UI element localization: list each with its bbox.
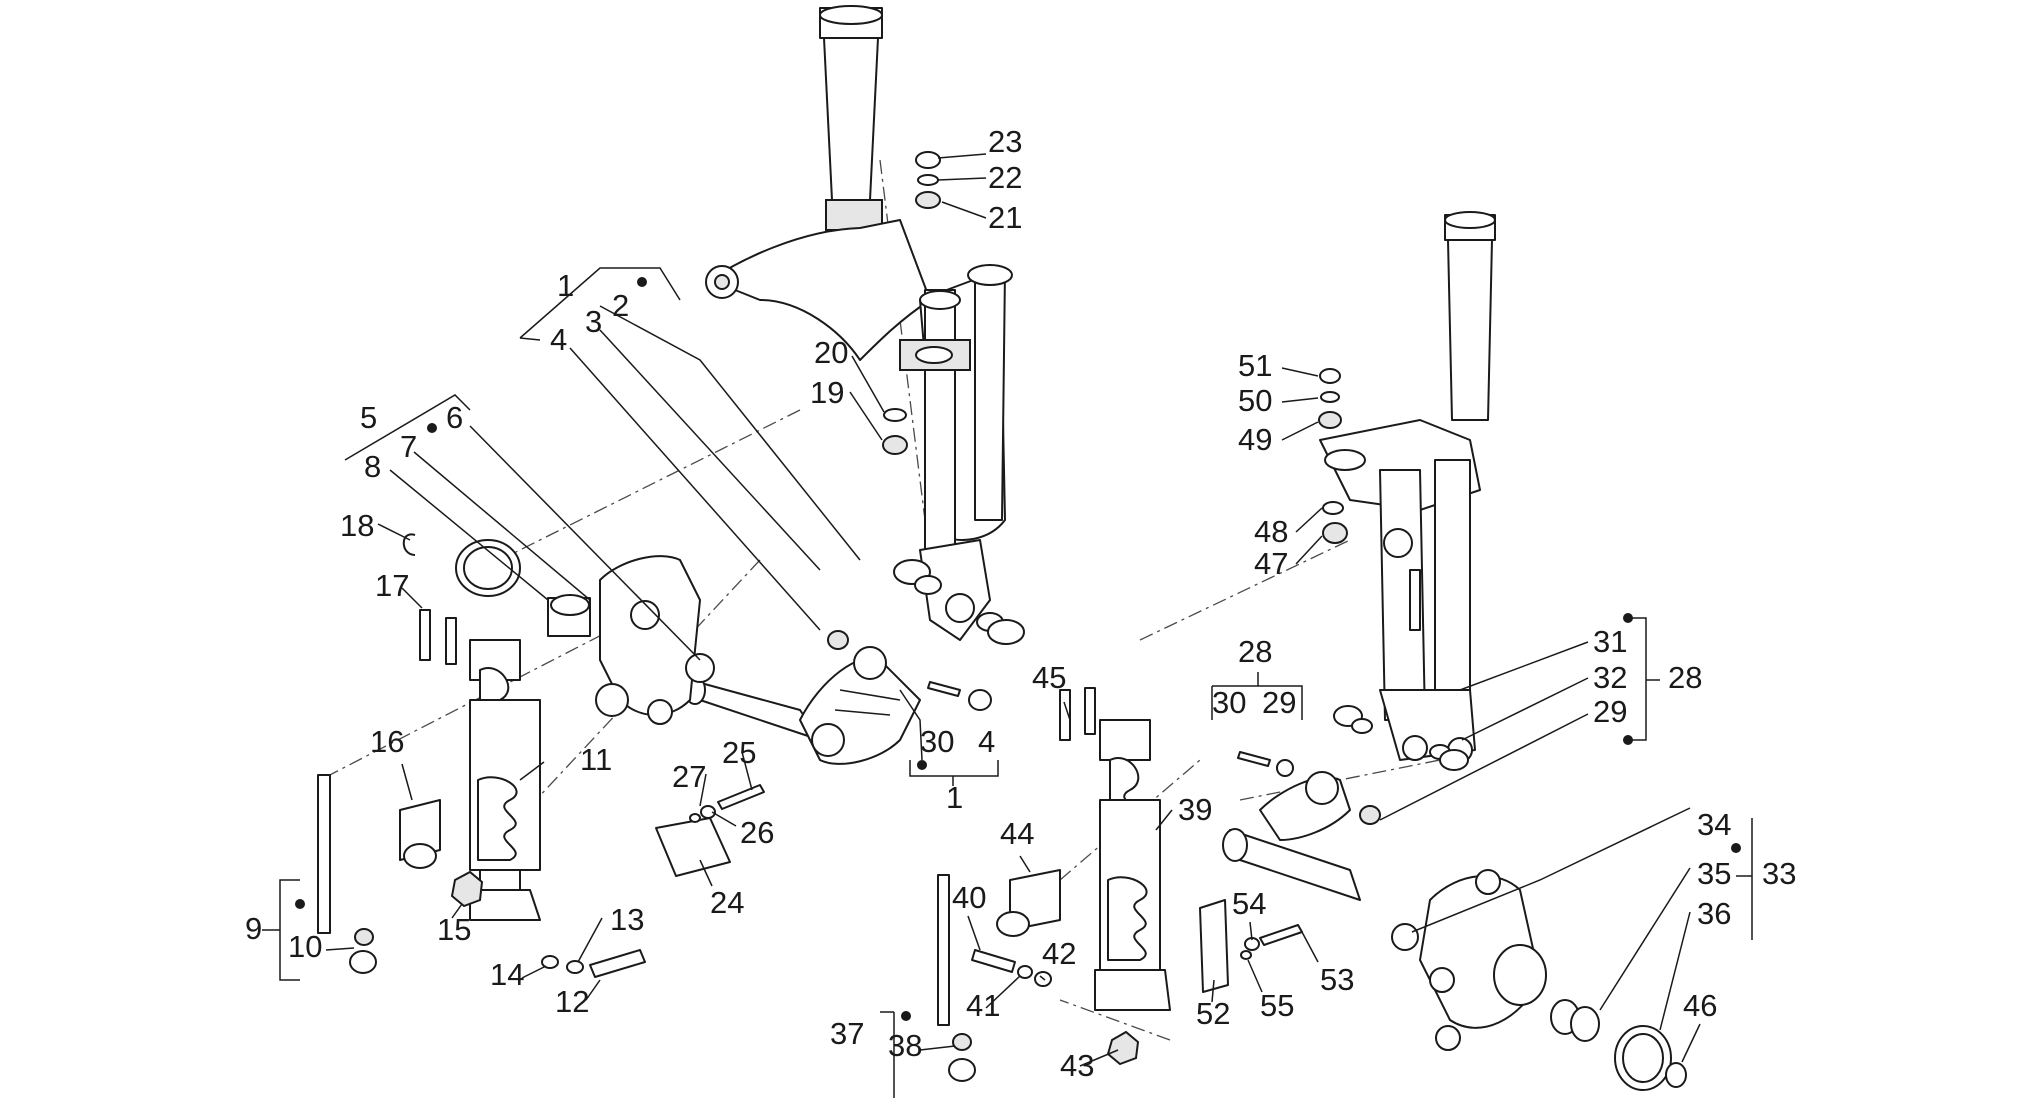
part-label: 45	[1032, 660, 1066, 695]
part-label: 48	[1254, 514, 1288, 549]
part-label: 49	[1238, 422, 1272, 457]
part-label: 16	[370, 724, 404, 759]
part-label: 28	[1238, 634, 1272, 669]
part-label: 30	[1212, 685, 1246, 720]
fork-assembly-left	[317, 5, 1025, 978]
part-label: 37	[830, 1016, 864, 1051]
part-label: 46	[1683, 988, 1717, 1023]
part-label: 11	[580, 742, 612, 777]
part-label: 29	[1593, 694, 1627, 729]
part-label: 9	[245, 911, 262, 946]
part-label: 14	[490, 957, 524, 992]
part-label: 25	[722, 735, 756, 770]
part-label: 7	[400, 429, 417, 464]
part-label: 54	[1232, 886, 1266, 921]
part-label: 21	[988, 200, 1022, 235]
part-label: 43	[1060, 1048, 1094, 1083]
part-label: 36	[1697, 896, 1731, 931]
part-label: 35	[1697, 856, 1731, 891]
part-label: 3	[585, 304, 602, 339]
part-label: 33	[1762, 856, 1796, 891]
leader-lines	[262, 153, 1753, 1098]
part-label: 22	[988, 160, 1022, 195]
fork-assembly-right	[937, 211, 1687, 1091]
part-label: 2	[612, 288, 629, 323]
part-label: 1	[946, 780, 963, 815]
part-label: 19	[810, 375, 844, 410]
part-label: 5	[360, 400, 377, 435]
part-label: 13	[610, 902, 644, 937]
part-label: 15	[437, 912, 471, 947]
part-label: 44	[1000, 816, 1034, 851]
part-label: 6	[446, 400, 463, 435]
part-label: 41	[966, 988, 1000, 1023]
part-label: 28	[1668, 660, 1702, 695]
part-label: 1	[557, 268, 574, 303]
part-label: 27	[672, 759, 706, 794]
part-label: 38	[888, 1028, 922, 1063]
part-label: 53	[1320, 962, 1354, 997]
part-label: 40	[952, 880, 986, 915]
part-label: 39	[1178, 792, 1212, 827]
part-label: 34	[1697, 807, 1731, 842]
part-label: 29	[1262, 685, 1296, 720]
part-label: 30	[920, 724, 954, 759]
part-label: 52	[1196, 996, 1230, 1031]
part-label: 20	[814, 335, 848, 370]
part-label: 17	[375, 568, 409, 603]
part-label: 55	[1260, 988, 1294, 1023]
part-label: 31	[1593, 624, 1627, 659]
part-label: 47	[1254, 546, 1288, 581]
part-label: 4	[978, 724, 995, 759]
part-label: 51	[1238, 348, 1272, 383]
part-label: 42	[1042, 936, 1076, 971]
part-label: 8	[364, 449, 381, 484]
part-label: 18	[340, 508, 374, 543]
part-label: 24	[710, 885, 744, 920]
part-label: 23	[988, 124, 1022, 159]
part-label: 32	[1593, 660, 1627, 695]
part-label: 4	[550, 322, 567, 357]
part-label: 10	[288, 929, 322, 964]
part-label: 50	[1238, 383, 1272, 418]
part-label: 26	[740, 815, 774, 850]
part-label: 12	[555, 984, 589, 1019]
